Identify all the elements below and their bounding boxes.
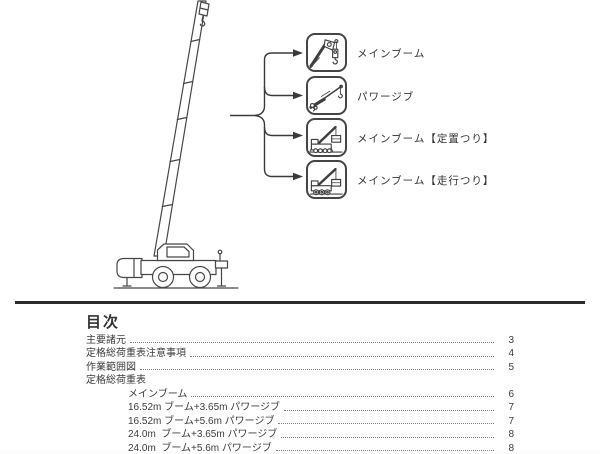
toc-item: メインブーム 6 [86, 386, 514, 400]
leader-dots [281, 436, 494, 438]
config-label-main-boom: メインブーム [357, 48, 426, 60]
toc-item-label: 主要諸元 [86, 334, 126, 346]
crane-vehicle [113, 243, 239, 289]
connector-lines [230, 49, 303, 181]
traveling-crane-icon [309, 167, 343, 196]
leader-dots [284, 409, 494, 411]
toc-item-label: メインブーム [128, 388, 188, 400]
toc-page-number: 8 [508, 429, 514, 440]
stationary-crane-icon [309, 125, 343, 154]
divider-rule [15, 301, 585, 304]
hook [199, 20, 206, 27]
leader-dots [130, 342, 494, 343]
toc-heading: 目次 [86, 314, 121, 331]
config-label-main-boom-traveling: メインブーム【走行つり】 [357, 175, 495, 187]
power-jib-icon [309, 84, 343, 112]
toc-item-label: 作業範囲図 [86, 361, 136, 373]
toc-page-number: 4 [508, 348, 514, 359]
toc-page-number: 5 [508, 361, 514, 373]
toc-item-label: 定格総荷重表 [86, 375, 146, 386]
config-label-power-jib: パワージブ [357, 91, 415, 103]
toc-item: 16.52m ブーム+5.6m パワージブ 7 [86, 413, 514, 427]
config-label-main-boom-stationary: メインブーム【定置つり】 [357, 133, 495, 145]
table-of-contents: 目次 主要諸元 3 定格総荷重表注意事項 4 作業範囲図 5 定格総荷重表 メイ… [86, 314, 514, 454]
config-item-main-boom [306, 33, 347, 72]
toc-item: 定格総荷重表注意事項 4 [86, 346, 514, 359]
leader-dots [190, 355, 494, 357]
leader-dots [191, 396, 494, 397]
config-item-main-boom-traveling [306, 160, 347, 199]
config-item-power-jib [306, 76, 347, 115]
crane-diagram [113, 0, 303, 289]
leader-dots [275, 450, 494, 451]
leader-dots [278, 423, 494, 424]
arrow-icon [293, 49, 303, 57]
toc-page-number: 3 [508, 334, 514, 346]
toc-item-label: 24.0m ブーム+5.6m パワージブ [128, 442, 272, 454]
boom-head-icon [309, 39, 339, 69]
config-item-main-boom-stationary [306, 118, 347, 157]
crane-boom [153, 0, 210, 257]
toc-item-label: 定格総荷重表注意事項 [86, 348, 186, 359]
toc-item-label: 24.0m ブーム+3.65m パワージブ [128, 429, 278, 440]
toc-item: 16.52m ブーム+3.65m パワージブ 7 [86, 400, 514, 413]
toc-item: 定格総荷重表 [86, 373, 514, 386]
toc-page-number: 7 [508, 415, 514, 427]
toc-item-label: 16.52m ブーム+3.65m パワージブ [128, 402, 281, 413]
toc-page-number: 8 [508, 442, 514, 454]
toc-item: 24.0m ブーム+5.6m パワージブ 8 [86, 440, 514, 454]
toc-item: 24.0m ブーム+3.65m パワージブ 8 [86, 427, 514, 440]
arrow-icon [293, 172, 303, 181]
arrow-icon [293, 91, 303, 100]
toc-page-number: 6 [508, 388, 514, 400]
arrow-icon [293, 131, 303, 140]
toc-rows: 主要諸元 3 定格総荷重表注意事項 4 作業範囲図 5 定格総荷重表 メインブー… [86, 332, 514, 454]
toc-item: 主要諸元 3 [86, 332, 514, 346]
toc-page-number: 7 [508, 402, 514, 413]
toc-item-label: 16.52m ブーム+5.6m パワージブ [128, 415, 275, 427]
toc-item: 作業範囲図 5 [86, 359, 514, 373]
leader-dots [140, 369, 494, 370]
